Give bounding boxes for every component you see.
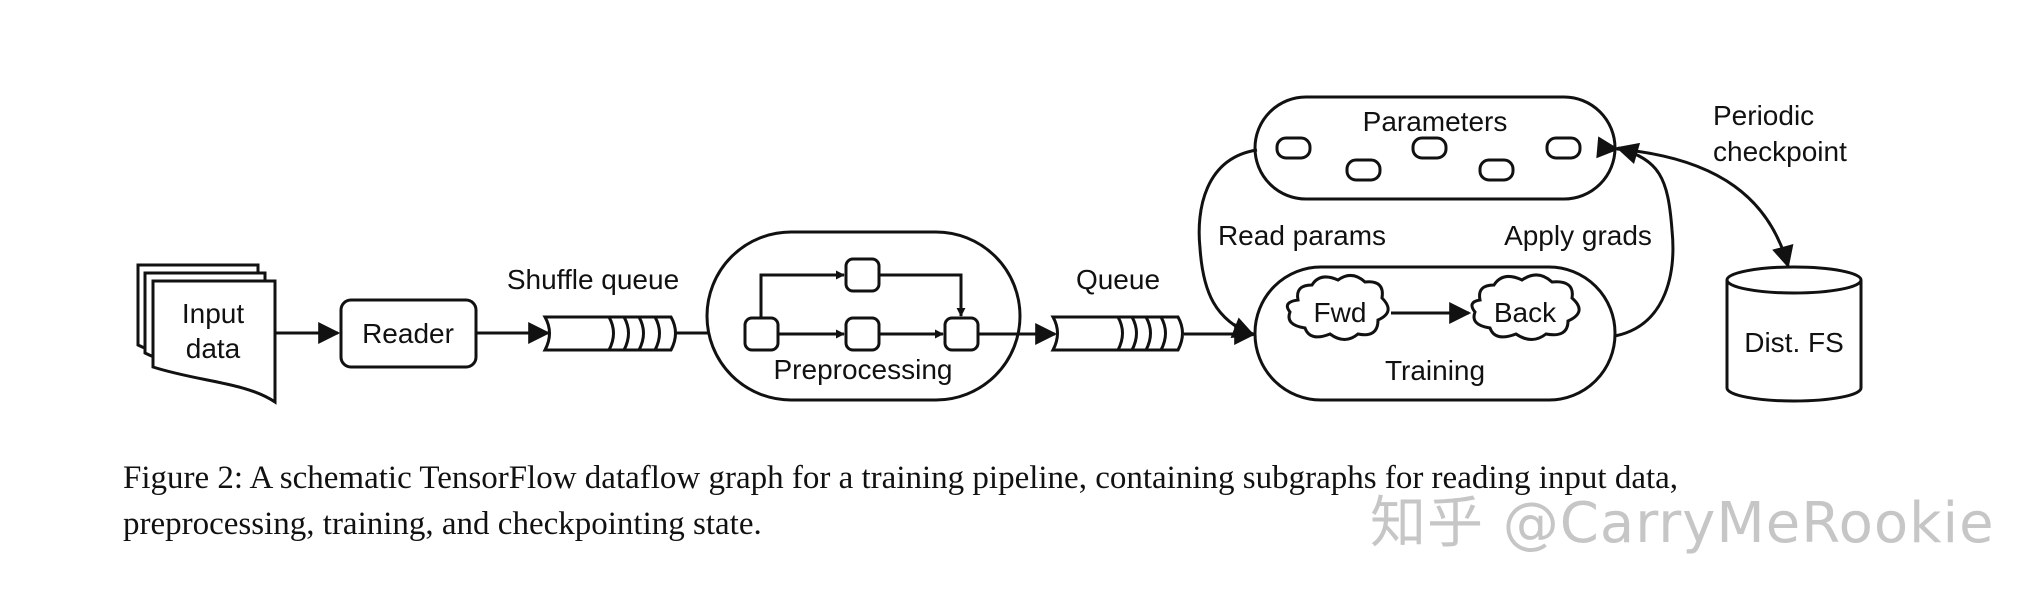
fwd-label: Fwd [1314,297,1367,328]
shuffle-queue-label: Shuffle queue [507,264,679,295]
preprocessing-label: Preprocessing [774,354,953,385]
input-data-icon [136,263,277,405]
caption-text: A schematic TensorFlow dataflow graph fo… [249,460,1679,496]
read-params-label: Read params [1218,220,1386,251]
periodic-checkpoint-label: Periodic [1713,100,1814,131]
reader-label: Reader [362,318,454,349]
read-params-edge [1197,148,1258,338]
parameter-variables [1275,136,1582,182]
shuffle-queue-icon [542,315,677,352]
fwd-cloud-icon [1285,274,1390,341]
back-label: Back [1494,297,1557,328]
parameters-label: Parameters [1363,106,1508,137]
queue-icon [1050,315,1184,352]
input-data-label-2: data [186,333,241,364]
caption-line-2: preprocessing, training, and checkpointi… [123,506,762,542]
dist-fs-label: Dist. FS [1744,327,1844,358]
caption-label: Figure 2: [123,460,244,496]
figure-caption: Figure 2: A schematic TensorFlow dataflo… [123,455,1923,547]
periodic-checkpoint-label-2: checkpoint [1713,136,1847,167]
queue-label: Queue [1076,264,1160,295]
apply-grads-label: Apply grads [1504,220,1652,251]
checkpoint-edge [1596,136,1794,269]
input-data-label: Input [182,298,244,329]
back-cloud-icon [1470,273,1581,341]
training-label: Training [1385,355,1485,386]
dist-fs-database-icon [1725,265,1863,403]
